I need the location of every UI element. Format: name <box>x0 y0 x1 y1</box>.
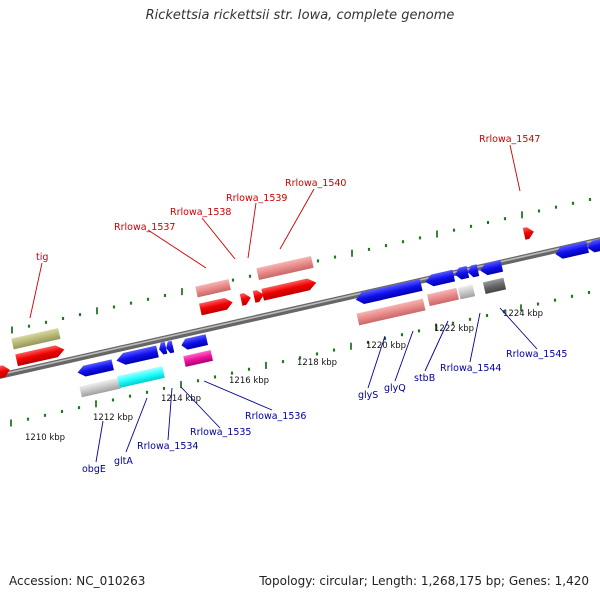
kbp-label-1224: 1224 kbp <box>503 309 543 319</box>
label-glyq[interactable]: glyQ <box>384 383 406 394</box>
gene-rrlowa-1539[interactable] <box>252 289 265 303</box>
gene-edge-reverse-1[interactable] <box>554 241 589 260</box>
leader-rrlowa-1540 <box>279 188 315 250</box>
leader-rrlowa-1547 <box>509 144 521 192</box>
label-rrlowa-1544[interactable]: Rrlowa_1544 <box>440 363 501 374</box>
gene-rrlowa-1535[interactable] <box>165 340 175 354</box>
label-rrlowa-1535[interactable]: Rrlowa_1535 <box>190 427 251 438</box>
leader-glys <box>367 335 386 389</box>
gene-rrlowa-1547[interactable] <box>522 226 535 240</box>
gene-tig-arrow[interactable] <box>15 344 65 367</box>
gene-glyq-arrow[interactable] <box>424 269 456 288</box>
gene-tig[interactable] <box>11 328 61 350</box>
kbp-label-1216: 1216 kbp <box>229 376 269 386</box>
leader-stbb <box>424 320 449 372</box>
leader-obge <box>95 420 104 463</box>
gene-rrlowa-1537[interactable] <box>195 279 231 298</box>
gene-glyq[interactable] <box>427 287 459 307</box>
label-rrlowa-1545[interactable]: Rrlowa_1545 <box>506 349 567 360</box>
gene-glta-arrow[interactable] <box>115 345 159 367</box>
leader-rrlowa-1545 <box>499 307 538 350</box>
leader-glta <box>125 397 148 453</box>
kbp-label-1214: 1214 kbp <box>161 394 201 404</box>
gene-stbb-arrow[interactable] <box>454 266 470 281</box>
label-glta[interactable]: gltA <box>114 456 133 467</box>
label-rrlowa-1538[interactable]: Rrlowa_1538 <box>170 207 231 218</box>
gene-rrlowa-1536-arrow[interactable] <box>180 334 209 350</box>
gene-rrlowa-1538[interactable] <box>239 292 252 306</box>
kbp-label-1222: 1222 kbp <box>434 324 474 334</box>
gene-glta[interactable] <box>117 366 165 388</box>
gene-rrlowa-1545-arrow[interactable] <box>479 259 504 277</box>
gene-obge-box[interactable] <box>79 377 121 398</box>
gene-obge[interactable] <box>76 359 114 378</box>
kbp-label-1218: 1218 kbp <box>297 358 337 368</box>
accession-text: Accession: NC_010263 <box>9 574 146 588</box>
label-glys[interactable]: glyS <box>358 390 378 401</box>
gene-rrlowa-1545[interactable] <box>482 277 507 295</box>
kbp-label-1212: 1212 kbp <box>93 413 133 423</box>
leader-rrlowa-1538 <box>201 217 236 260</box>
label-rrlowa-1537[interactable]: Rrlowa_1537 <box>114 222 175 233</box>
gene-rrlowa-1537-arrow[interactable] <box>199 296 234 316</box>
gene-rrlowa-1540[interactable] <box>256 255 314 281</box>
label-rrlowa-1536[interactable]: Rrlowa_1536 <box>245 411 306 422</box>
gene-stbb[interactable] <box>457 284 476 300</box>
gene-rrlowa-1544-arrow[interactable] <box>467 264 480 278</box>
gene-glys-arrow[interactable] <box>355 279 423 305</box>
label-stbb[interactable]: stbB <box>414 373 435 384</box>
gene-rrlowa-1540-arrow[interactable] <box>261 277 317 301</box>
gene-rrlowa-1534[interactable] <box>158 341 168 355</box>
leader-rrlowa-1544 <box>469 312 481 363</box>
label-rrlowa-1540[interactable]: Rrlowa_1540 <box>285 178 346 189</box>
leader-rrlowa-1536 <box>203 380 273 411</box>
leader-glyq <box>394 330 414 382</box>
kbp-label-1220: 1220 kbp <box>366 341 406 351</box>
map-title: Rickettsia rickettsii str. Iowa, complet… <box>145 8 455 23</box>
gene-edge-arrow[interactable] <box>0 364 11 380</box>
leader-rrlowa-1534 <box>167 387 173 441</box>
topology-text: Topology: circular; Length: 1,268,175 bp… <box>259 574 589 588</box>
genome-axis-highlight <box>0 238 600 376</box>
gene-glys[interactable] <box>356 298 426 326</box>
kbp-label-1210: 1210 kbp <box>25 433 65 443</box>
gene-edge-reverse-2[interactable] <box>586 236 600 254</box>
leader-rrlowa-1537 <box>147 229 207 269</box>
genome-axis <box>0 237 600 379</box>
label-rrlowa-1534[interactable]: Rrlowa_1534 <box>137 441 198 452</box>
label-rrlowa-1539[interactable]: Rrlowa_1539 <box>226 193 287 204</box>
leader-tig <box>29 262 43 319</box>
label-obge[interactable]: obgE <box>82 464 106 475</box>
label-tig[interactable]: tig <box>36 252 48 263</box>
label-rrlowa-1547[interactable]: Rrlowa_1547 <box>479 134 540 145</box>
leader-rrlowa-1535 <box>180 386 221 429</box>
reverse-strand-genes <box>76 236 600 398</box>
gene-rrlowa-1536[interactable] <box>183 350 213 367</box>
leader-rrlowa-1539 <box>247 202 257 259</box>
reverse-scale-ticks <box>10 290 591 427</box>
forward-strand-genes <box>0 226 535 380</box>
